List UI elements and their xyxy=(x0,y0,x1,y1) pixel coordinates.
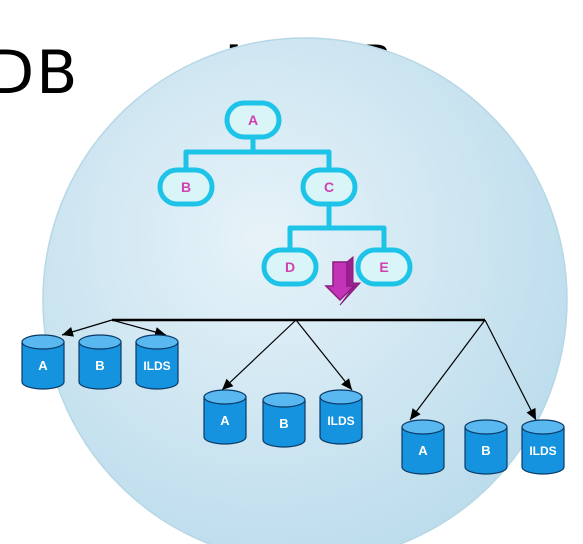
dataset-cylinder: A xyxy=(203,389,247,445)
dataset-cylinder: A xyxy=(401,419,445,475)
dataset-cylinder: ILDS xyxy=(319,389,363,445)
cylinder-body xyxy=(203,396,247,445)
cylinder-top xyxy=(135,334,179,350)
cylinder-top xyxy=(401,419,445,435)
arrow-partition-1-left-head xyxy=(62,327,74,337)
dataset-cylinder: B xyxy=(464,419,508,475)
cylinder-body xyxy=(521,426,565,475)
cylinder-top xyxy=(521,419,565,435)
segment-shape xyxy=(224,100,282,140)
arrow-side xyxy=(339,255,362,306)
segment-shape xyxy=(157,167,215,207)
cylinder-top xyxy=(319,389,363,405)
dataset-label: A xyxy=(220,413,230,428)
cylinder-top xyxy=(203,389,247,405)
partition-1: A B ILDS xyxy=(21,334,179,390)
segment-a: A xyxy=(224,100,282,140)
partition-2: A B ILDS xyxy=(203,389,363,448)
arrow-partition-2-right-head xyxy=(341,378,352,390)
arrow-partition-3-left xyxy=(409,319,486,421)
arrow-partition-3-right xyxy=(484,319,537,421)
cylinder-body xyxy=(78,341,122,390)
cylinder-body xyxy=(464,426,508,475)
dataset-label: ILDS xyxy=(529,444,556,458)
cylinder-top xyxy=(21,334,65,350)
dataset-cylinder: ILDS xyxy=(135,334,179,390)
segment-shape xyxy=(261,247,319,287)
partition-arrow-icon xyxy=(324,255,362,306)
segment-e: E xyxy=(355,247,413,287)
segment-c: C xyxy=(300,167,358,207)
cylinder-top xyxy=(78,334,122,350)
cylinder-body xyxy=(21,341,65,390)
arrow-partition-2-left xyxy=(221,319,297,391)
partial-title: DB xyxy=(0,38,80,108)
cylinder-body xyxy=(319,396,363,445)
segment-shape xyxy=(300,167,358,207)
segment-b: B xyxy=(157,167,215,207)
segment-label: D xyxy=(285,259,295,275)
segment-label: E xyxy=(379,259,388,275)
segment-d: D xyxy=(261,247,319,287)
segment-label: C xyxy=(324,179,334,195)
segment-label: B xyxy=(181,179,191,195)
dataset-cylinder: B xyxy=(78,334,122,390)
segment-label: A xyxy=(248,112,258,128)
dataset-cylinder: B xyxy=(262,392,306,448)
dataset-label: A xyxy=(418,443,428,458)
dataset-cylinder: A xyxy=(21,334,65,390)
arrow-partition-3-left-head xyxy=(410,408,421,420)
arrow-partition-3-right-head xyxy=(526,407,536,420)
partition-3: A B ILDS xyxy=(401,419,565,475)
cylinder-body xyxy=(401,426,445,475)
arrow-partition-2-left-head xyxy=(222,378,234,390)
cylinder-body xyxy=(135,341,179,390)
segment-shape xyxy=(355,247,413,287)
dataset-label: ILDS xyxy=(143,359,170,373)
dataset-cylinder: ILDS xyxy=(521,419,565,475)
cylinder-top xyxy=(464,419,508,435)
database-circle xyxy=(42,37,568,544)
cylinder-body xyxy=(262,399,306,448)
arrow-partition-2-right xyxy=(295,319,353,391)
dataset-label: B xyxy=(95,358,104,373)
dataset-label: B xyxy=(279,416,288,431)
dataset-label: ILDS xyxy=(327,414,354,428)
cylinder-top xyxy=(262,392,306,408)
dataset-label: B xyxy=(481,443,490,458)
dataset-label: A xyxy=(38,358,48,373)
